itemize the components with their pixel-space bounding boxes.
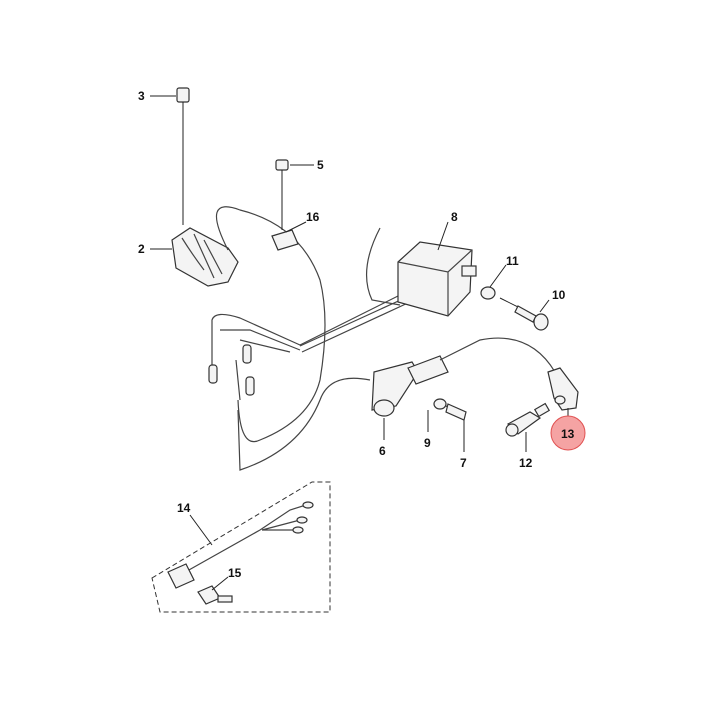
highlight-circle-13 bbox=[550, 415, 586, 451]
clamp-16[interactable] bbox=[271, 229, 299, 251]
spark-plug-12[interactable] bbox=[505, 402, 551, 437]
screw-5[interactable] bbox=[275, 159, 289, 230]
callout-13[interactable]: 13 bbox=[561, 427, 575, 441]
callout-3[interactable]: 3 bbox=[138, 89, 145, 103]
bolt-7[interactable] bbox=[445, 403, 467, 421]
washer-9[interactable] bbox=[433, 398, 447, 410]
callout-7[interactable]: 7 bbox=[460, 456, 467, 470]
washer-11[interactable] bbox=[480, 286, 496, 300]
screw-3[interactable] bbox=[176, 87, 190, 225]
callout-12[interactable]: 12 bbox=[519, 456, 533, 470]
callout-8[interactable]: 8 bbox=[451, 210, 458, 224]
callout-15[interactable]: 15 bbox=[228, 566, 242, 580]
callout-2[interactable]: 2 bbox=[138, 242, 145, 256]
switch-15[interactable] bbox=[197, 576, 233, 605]
callout-11[interactable]: 11 bbox=[506, 254, 519, 268]
ignition-coil-6[interactable] bbox=[237, 337, 556, 471]
wiring-kit-14[interactable] bbox=[151, 481, 331, 613]
spark-plug-cap-13[interactable] bbox=[547, 367, 579, 411]
callout-10[interactable]: 10 bbox=[552, 288, 566, 302]
leader-lines bbox=[150, 95, 569, 546]
callout-14[interactable]: 14 bbox=[177, 501, 191, 515]
callout-5[interactable]: 5 bbox=[317, 158, 324, 172]
bolt-10[interactable] bbox=[499, 297, 549, 331]
stator-coil-2[interactable] bbox=[171, 206, 326, 443]
cdi-unit-8[interactable] bbox=[397, 241, 477, 317]
callout-9[interactable]: 9 bbox=[424, 436, 431, 450]
callout-16[interactable]: 16 bbox=[306, 210, 320, 224]
callout-6[interactable]: 6 bbox=[379, 444, 386, 458]
